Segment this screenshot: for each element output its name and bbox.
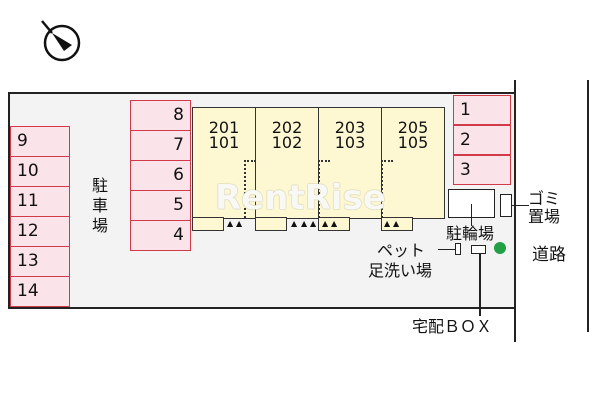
balcony: [192, 217, 224, 231]
parking-spot: 3: [453, 155, 511, 185]
entrance-path: [318, 160, 330, 218]
leader-line: [438, 249, 455, 250]
parking-spot: 12: [10, 216, 70, 247]
parking-spot: 7: [130, 130, 191, 161]
garbage-label: ゴミ置場: [528, 189, 561, 226]
leader-line: [479, 254, 481, 316]
entrance-marker: ▲: [393, 219, 400, 228]
entrance-marker: ▲: [301, 219, 308, 228]
entrance-marker: ▲: [227, 219, 234, 228]
unit-upper: 205: [397, 118, 429, 137]
delivery-box: [471, 245, 486, 254]
bike-parking-label: 駐輪場: [446, 224, 495, 243]
entrance-marker: ▲: [291, 219, 298, 228]
parking-spot: 6: [130, 160, 191, 191]
road-far-line: [587, 80, 589, 332]
road-edge-line: [514, 80, 516, 342]
pet-wash-label-1: ペット: [377, 241, 426, 260]
parking-spot: 8: [130, 100, 191, 131]
parking-spot: 2: [453, 125, 511, 155]
unit-lower: 101: [208, 133, 240, 152]
tree-icon: [494, 242, 506, 254]
pet-wash-label-2: 足洗い場: [368, 261, 433, 280]
unit-upper: 203: [334, 118, 366, 137]
road-label: 道路: [532, 245, 566, 265]
bike-shed: [448, 189, 495, 218]
leader-line: [471, 204, 472, 226]
entrance-marker: ▲: [310, 219, 317, 228]
balcony: [381, 217, 413, 231]
entrance-path: [244, 160, 256, 218]
parking-label: 駐車場: [92, 176, 109, 235]
balcony: [318, 217, 350, 231]
entrance-marker: ▲: [384, 219, 391, 228]
unit-upper: 202: [271, 118, 303, 137]
parking-spot: 11: [10, 186, 70, 217]
pet-wash-area: [455, 243, 461, 255]
watermark: RentRise: [215, 178, 386, 218]
leader-line: [512, 205, 529, 206]
parking-spot: 13: [10, 246, 70, 277]
north-arrow-icon: [41, 20, 81, 62]
entrance-marker: ▲: [322, 219, 329, 228]
delivery-box-label: 宅配ＢＯＸ: [412, 317, 493, 336]
unit-upper: 201: [208, 118, 240, 137]
parking-spot: 4: [130, 220, 191, 251]
balcony: [255, 217, 287, 231]
parking-spot: 14: [10, 276, 70, 307]
unit-lower: 103: [334, 133, 366, 152]
entrance-path: [381, 160, 393, 218]
parking-spot: 1: [453, 95, 511, 125]
entrance-marker: ▲: [331, 219, 338, 228]
parking-spot: 9: [10, 126, 70, 157]
parking-spot: 5: [130, 190, 191, 221]
parking-spot: 10: [10, 156, 70, 187]
unit-lower: 102: [271, 133, 303, 152]
entrance-marker: ▲: [236, 219, 243, 228]
garbage-area: [500, 194, 512, 217]
unit-lower: 105: [397, 133, 429, 152]
